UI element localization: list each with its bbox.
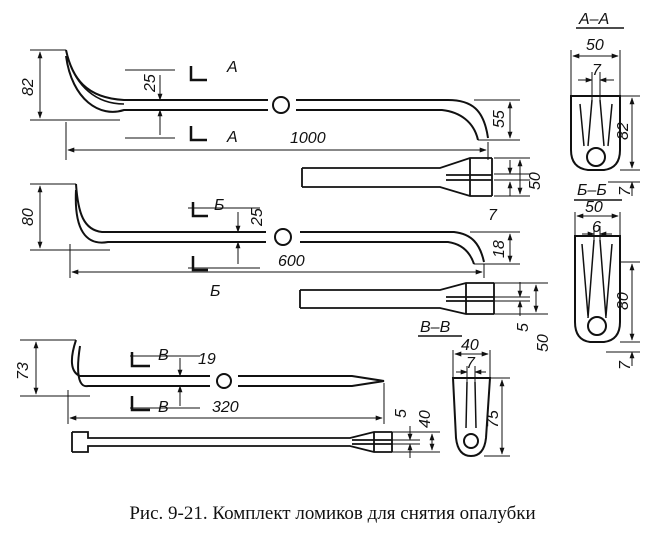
section-c-slot-label: 7 [466, 355, 476, 372]
section-mark-b [191, 202, 208, 272]
extension-lines [20, 339, 440, 453]
bar-small-tip-gap-label: 5 [393, 409, 410, 418]
section-a-width-label: 50 [586, 37, 604, 54]
crowbar-large-hook-fill [67, 57, 125, 105]
section-c-slot [465, 381, 477, 429]
section-b-bottom-label: 7 [617, 360, 634, 370]
bar-small-height-label: 73 [15, 362, 32, 380]
crowbar-large [65, 49, 493, 197]
bar-medium-end-height-label: 18 [491, 240, 508, 258]
bar-large-thickness-label: 25 [142, 74, 159, 93]
bar-large-end-height-label: 55 [491, 110, 508, 128]
bar-medium-height-label: 80 [20, 208, 37, 226]
bar-large-tip-gap-label: 7 [488, 207, 498, 224]
break-circle [216, 373, 232, 389]
bar-small-length-label: 320 [212, 399, 239, 416]
bar-small-thickness-label: 19 [198, 351, 216, 368]
section-mark-b-label: Б [210, 283, 220, 300]
extension-lines [30, 183, 548, 315]
bar-large-length-label: 1000 [290, 130, 326, 147]
crowbar-small [70, 339, 393, 453]
crowbar-medium-tip-view [299, 282, 495, 315]
section-mark-c [130, 352, 150, 412]
crowbar-medium-end [300, 231, 485, 265]
section-mark-c-label: В [158, 399, 169, 416]
crowbar-small-end [238, 375, 385, 387]
crowbar-large-end [296, 99, 489, 141]
section-a [570, 95, 621, 171]
crowbar-large-tip-view [301, 157, 493, 197]
section-b-height-label: 80 [615, 292, 632, 310]
break-circle [272, 96, 290, 114]
bar-medium-thickness-label: 25 [249, 208, 266, 227]
bar-medium-length-label: 600 [278, 253, 305, 270]
section-b-slot [581, 239, 613, 319]
extension-lines [570, 50, 640, 183]
bar-medium-tip-width-label: 50 [535, 334, 552, 352]
section-mark-a [189, 66, 207, 142]
section-mark-b-label: Б [214, 197, 224, 214]
section-a-outline [570, 95, 621, 171]
section-b-hole [587, 316, 607, 336]
section-c-height-label: 75 [485, 410, 502, 428]
section-c-outline [451, 377, 492, 458]
section-c-hole [463, 433, 479, 449]
section-a-hole [586, 147, 606, 167]
section-b [574, 235, 621, 343]
bar-large-tip-width-label: 50 [527, 172, 544, 190]
crowbar-small-tip-view [71, 431, 393, 453]
bar-small-tip-width-label: 40 [417, 410, 434, 428]
bar-large-height-label: 82 [20, 78, 37, 96]
section-c-title: В–В [420, 319, 451, 336]
extension-lines [452, 350, 510, 457]
crowbar-small-body [70, 339, 210, 388]
crowbar-medium-body [74, 183, 266, 244]
section-c-width-label: 40 [461, 337, 479, 354]
section-a-title: А–А [578, 11, 609, 28]
bar-medium-tip-gap-label: 5 [515, 323, 532, 332]
section-b-title: Б–Б [577, 182, 607, 199]
section-c [451, 377, 492, 458]
section-b-outline [574, 235, 621, 343]
section-a-slot-label: 7 [592, 62, 602, 79]
figure-caption: Рис. 9-21. Комплект ломиков для снятия о… [0, 503, 665, 525]
figure-number: Рис. 9-21. [129, 503, 208, 524]
figure-title: Комплект ломиков для снятия опалубки [212, 503, 536, 524]
section-a-slot [579, 99, 613, 147]
section-a-bottom-label: 7 [617, 186, 634, 196]
crowbar-medium [74, 183, 495, 315]
technical-drawing: 82 25 1000 55 50 7 А А 80 25 600 18 50 5… [15, 11, 640, 458]
section-b-slot-label: 6 [592, 219, 601, 236]
crowbar-large-body [65, 49, 268, 113]
section-b-width-label: 50 [585, 199, 603, 216]
break-circle [274, 228, 292, 246]
section-a-height-label: 82 [615, 122, 632, 140]
section-mark-a-label: А [226, 129, 238, 146]
section-mark-c-label: В [158, 347, 169, 364]
section-mark-a-label: А [226, 59, 238, 76]
